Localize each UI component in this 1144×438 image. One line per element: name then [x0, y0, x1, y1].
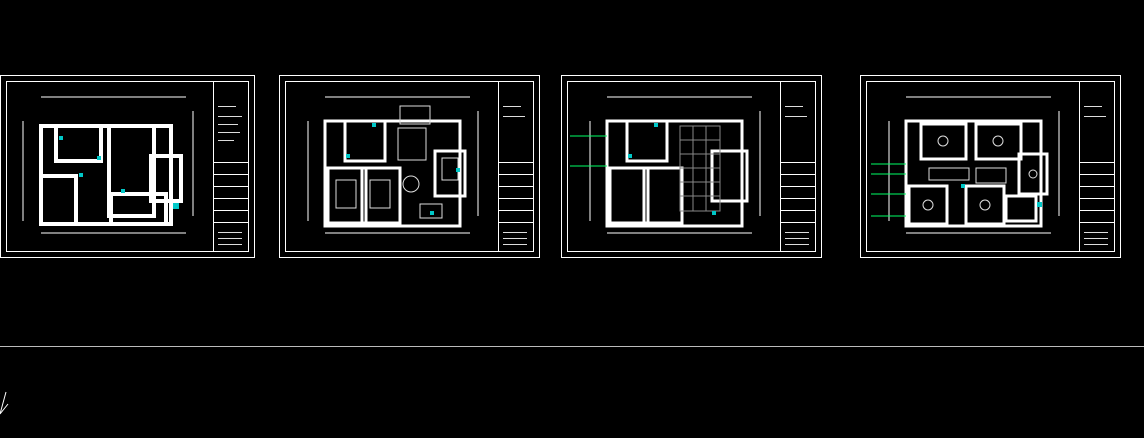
ucs-axis-icon [0, 391, 9, 415]
drawing-sheet-4[interactable] [860, 75, 1121, 258]
title-block [498, 82, 533, 251]
floor-plan-drawing [871, 96, 1060, 234]
floor-plan-drawing [22, 96, 194, 234]
sheet-border [866, 81, 1115, 252]
drawing-sheet-2[interactable] [279, 75, 540, 258]
sheet-border [6, 81, 249, 252]
drawing-sheet-3[interactable] [561, 75, 822, 258]
floor-plan-drawing [307, 96, 479, 234]
title-block [213, 82, 248, 251]
sheet-border [285, 81, 534, 252]
sheet-border [567, 81, 816, 252]
floor-plan-drawing [570, 96, 761, 234]
model-space-boundary-line [0, 346, 1144, 347]
title-block [780, 82, 815, 251]
title-block [1079, 82, 1114, 251]
drawing-sheet-1[interactable] [0, 75, 255, 258]
